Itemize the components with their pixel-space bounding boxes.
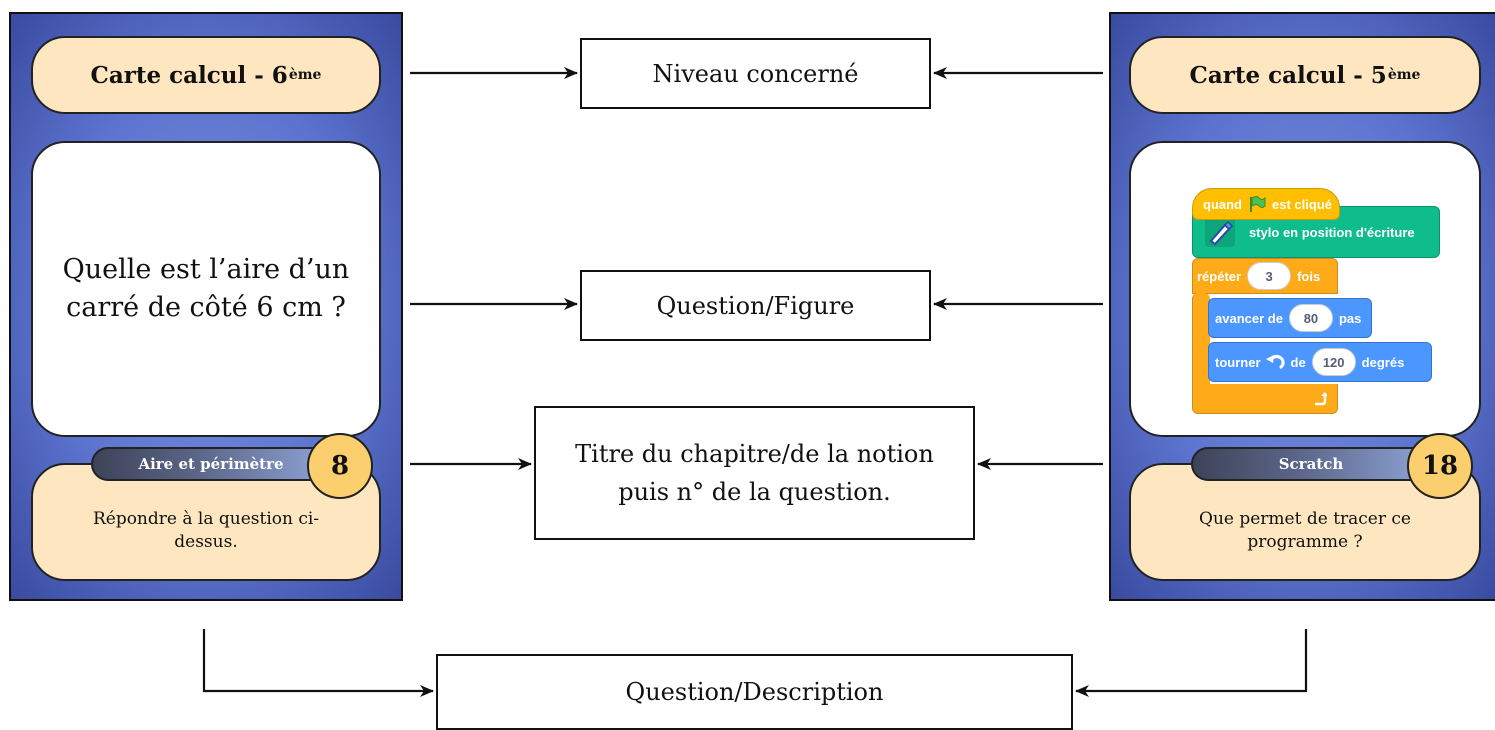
scratch-repeat-after: fois [1297,268,1321,284]
scratch-move-block: avancer de 80 pas [1208,298,1372,338]
scratch-event-before: quand [1203,196,1242,212]
label-chapter: Titre du chapitre/de la notion puis n° d… [534,406,975,540]
label-description-text: Question/Description [625,678,884,706]
right-description-text: Que permet de tracer ce programme ? [1199,509,1411,552]
left-chapter-pill: Aire et périmètre [91,447,331,481]
arrow-description-left [202,629,434,697]
scratch-event-block: quand est cliqué [1192,188,1340,220]
left-card-title-sup: ème [288,67,322,83]
scratch-pen-text: stylo en position d'écriture [1249,224,1415,240]
right-card-title-sup: ème [1387,67,1421,83]
scratch-repeat-before: répéter [1197,268,1242,284]
left-number-badge: 8 [307,433,373,499]
right-number-badge: 18 [1407,433,1473,499]
scratch-turn-after: degrés [1361,354,1405,370]
arrow-description-right [1075,629,1308,697]
label-chapter-text: Titre du chapitre/de la notion puis n° d… [575,440,934,506]
label-question-text: Question/Figure [656,291,855,320]
scratch-move-value: 80 [1288,304,1333,332]
right-number-text: 18 [1421,451,1459,481]
scratch-turn-mid: de [1290,354,1306,370]
scratch-move-after: pas [1338,310,1362,326]
scratch-move-before: avancer de [1215,310,1283,326]
scratch-turn-value: 120 [1311,348,1356,376]
left-number-text: 8 [330,451,350,481]
scratch-repeat-side [1192,293,1210,393]
right-chapter-text: Scratch [1278,455,1344,473]
scratch-repeat-block: répéter 3 fois [1192,258,1338,294]
green-flag-icon [1250,196,1266,212]
right-chapter-pill: Scratch [1191,447,1431,481]
right-card-title-text: Carte calcul - 5 [1189,61,1387,89]
scratch-turn-block: tourner de 120 degrés [1208,342,1432,382]
scratch-program: stylo en position d'écriture quand est c… [1192,170,1442,415]
scratch-repeat-bottom [1192,384,1338,414]
loop-arrow-icon [1315,391,1327,405]
left-description-text: Répondre à la question ci-dessus. [92,509,320,552]
left-question-panel: Quelle est l’aire d’un carré de côté 6 c… [31,141,381,437]
scratch-event-after: est cliqué [1272,196,1332,212]
rotate-left-icon [1265,355,1285,370]
pen-icon [1205,217,1235,247]
left-description-panel: Répondre à la question ci-dessus. [31,463,381,581]
label-level-text: Niveau concerné [652,59,859,88]
left-chapter-text: Aire et périmètre [138,455,284,473]
label-description: Question/Description [436,654,1073,730]
left-question-text: Quelle est l’aire d’un carré de côté 6 c… [62,254,350,323]
scratch-turn-before: tourner [1215,354,1261,370]
label-level: Niveau concerné [580,38,931,109]
left-card-title-text: Carte calcul - 6 [90,61,288,89]
label-question: Question/Figure [580,270,931,341]
scratch-repeat-value: 3 [1247,262,1292,290]
